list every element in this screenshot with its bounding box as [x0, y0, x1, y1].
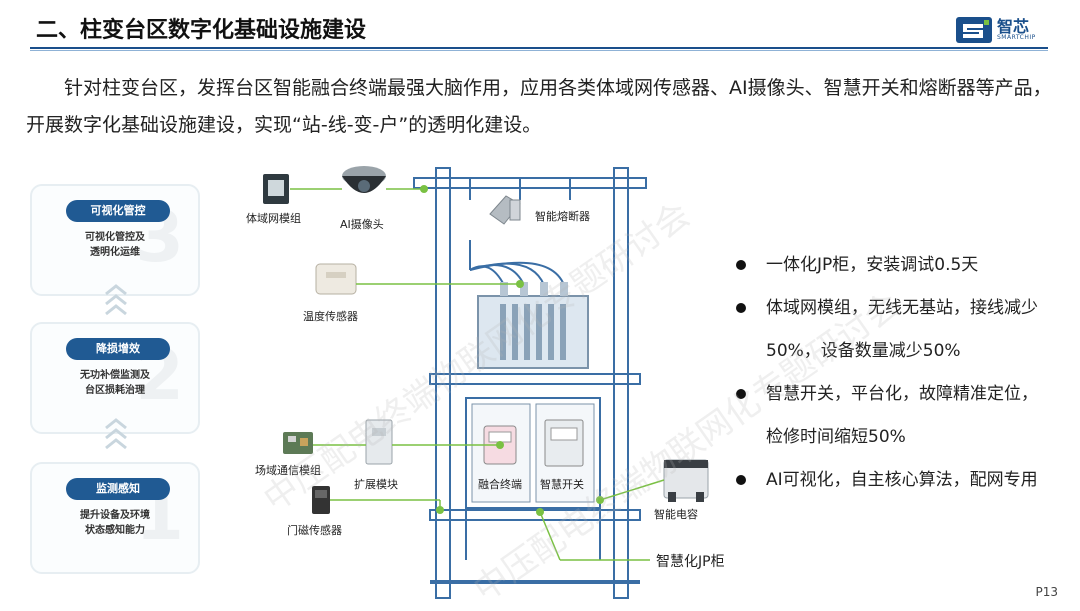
label-body-net-module: 体域网模组 [246, 212, 301, 225]
label-ai-camera: AI摄像头 [340, 218, 384, 231]
connector-lines [290, 188, 665, 561]
header-divider-thin [30, 50, 1048, 51]
stage-badge: 降损增效 [66, 338, 170, 360]
bullet-line: 智慧开关，平台化，故障精准定位， [766, 384, 1038, 404]
bullet-line: AI可视化，自主核心算法，配网专用 [766, 470, 1038, 490]
logo-mark-icon [956, 17, 992, 43]
label-door-sensor: 门磁传感器 [287, 524, 342, 537]
body-net-module-device [263, 174, 289, 204]
field-comm-module-device [283, 432, 313, 454]
stage-desc: 可视化管控及 透明化运维 [32, 230, 198, 260]
stage-desc-line: 提升设备及环境 [80, 510, 150, 521]
logo-text-cn: 智芯 [997, 17, 1030, 36]
label-smart-switch: 智慧开关 [540, 478, 584, 491]
transformer [477, 282, 589, 369]
bullet-dot-icon [736, 303, 746, 313]
header-divider [30, 47, 1048, 49]
label-fusion-terminal: 融合终端 [478, 478, 522, 491]
jp-cabinet [465, 397, 601, 509]
connector-dots [420, 185, 604, 516]
company-logo: 智芯 SMARTCHIP [955, 16, 1036, 44]
bullet-item: 体域网模组，无线无基站，接线减少 50%，设备数量减少50% [734, 287, 1064, 373]
bullet-item: 一体化JP柜，安装调试0.5天 [734, 244, 1064, 287]
label-smart-fuse: 智能熔断器 [535, 210, 590, 223]
bullet-line: 体域网模组，无线无基站，接线减少 [766, 298, 1038, 318]
label-field-comm-module: 场域通信模组 [255, 464, 321, 477]
door-sensor-device [312, 486, 330, 514]
bullet-dot-icon [736, 475, 746, 485]
bullet-item: AI可视化，自主核心算法，配网专用 [734, 459, 1064, 502]
smart-fuse-device [489, 195, 521, 225]
page-number: P13 [1035, 585, 1058, 599]
stage-desc: 无功补偿监测及 台区损耗治理 [32, 368, 198, 398]
logo-text-en: SMARTCHIP [997, 34, 1036, 41]
bullet-dot-icon [736, 260, 746, 270]
intro-paragraph: 针对柱变台区，发挥台区智能融合终端最强大脑作用，应用各类体域网传感器、AI摄像头… [26, 77, 1052, 136]
stage-card-2: 2 降损增效 无功补偿监测及 台区损耗治理 [30, 322, 200, 434]
chevron-up-icon [105, 284, 127, 316]
stage-card-1: 1 监测感知 提升设备及环境 状态感知能力 [30, 462, 200, 574]
feature-bullet-list: 一体化JP柜，安装调试0.5天 体域网模组，无线无基站，接线减少 50%，设备数… [734, 244, 1064, 502]
label-smart-capacitor: 智能电容 [654, 508, 698, 521]
label-temp-sensor: 温度传感器 [303, 310, 358, 323]
bullet-item: 智慧开关，平台化，故障精准定位， 检修时间缩短50% [734, 373, 1064, 459]
bullet-line: 一体化JP柜，安装调试0.5天 [766, 255, 979, 275]
stage-desc-line: 可视化管控及 [85, 232, 145, 243]
expansion-module-device [365, 419, 393, 465]
stage-desc: 提升设备及环境 状态感知能力 [32, 508, 198, 538]
stage-desc-line: 台区损耗治理 [85, 385, 145, 396]
bullet-line: 50%，设备数量减少50% [766, 341, 961, 361]
ai-camera-device [342, 166, 386, 193]
top-crossarm [413, 177, 647, 189]
smart-capacitor-device [663, 459, 709, 502]
stage-badge: 监测感知 [66, 478, 170, 500]
stage-desc-line: 状态感知能力 [85, 525, 145, 536]
bullet-dot-icon [736, 389, 746, 399]
temp-sensor-device [315, 263, 357, 295]
bullet-line: 检修时间缩短50% [766, 427, 906, 447]
stage-desc-line: 无功补偿监测及 [80, 370, 150, 381]
page-title: 二、柱变台区数字化基础设施建设 [36, 18, 367, 43]
label-expansion-module: 扩展模块 [354, 478, 398, 491]
stage-badge: 可视化管控 [66, 200, 170, 222]
label-smart-jp-cabinet: 智慧化JP柜 [656, 554, 725, 570]
stage-desc-line: 透明化运维 [90, 247, 140, 258]
chevron-up-icon [105, 418, 127, 450]
